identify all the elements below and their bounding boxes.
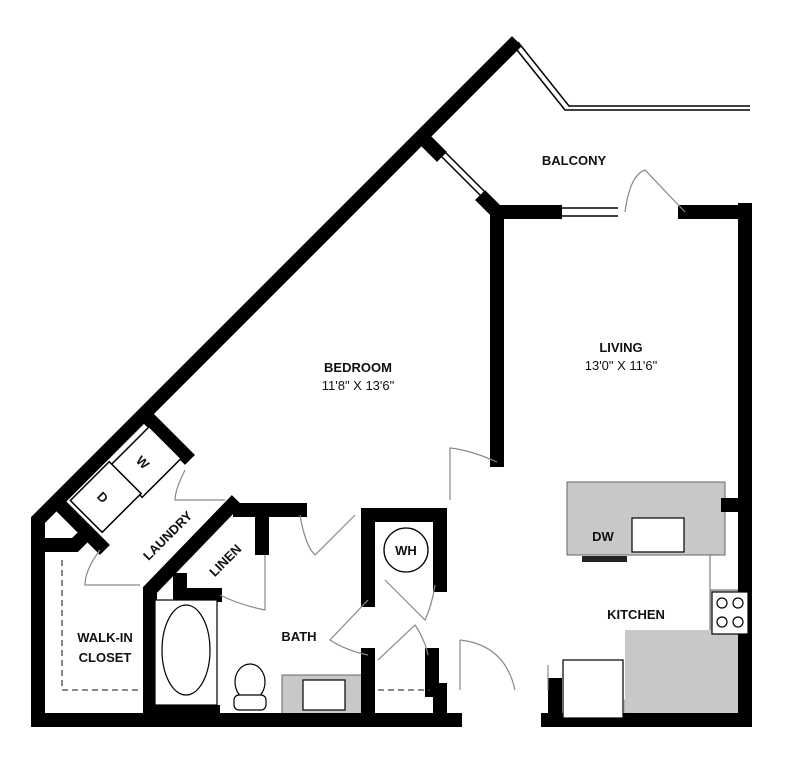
balcony-label: BALCONY — [542, 153, 607, 168]
kitchen-counter-lower — [625, 630, 747, 720]
bath-label: BATH — [281, 629, 316, 644]
water-heater — [383, 527, 429, 573]
dishwasher-label: DW — [592, 529, 614, 544]
living-label: LIVING — [599, 340, 642, 355]
tub-basin — [161, 604, 211, 696]
water-heater-label: WH — [395, 543, 417, 558]
bedroom-door — [449, 447, 498, 500]
wh-closet-wall — [361, 508, 447, 727]
living-dimensions: 13'0" X 11'6" — [585, 358, 658, 373]
closet-shelf — [61, 560, 430, 691]
entry-door — [459, 639, 549, 691]
laundry-wall — [38, 410, 195, 555]
bathtub — [154, 599, 218, 706]
kitchen-sink — [631, 517, 685, 553]
balcony-railing — [512, 41, 750, 111]
laundry-door — [84, 469, 225, 586]
exterior-wall-right — [541, 203, 752, 727]
dishwasher-edge — [582, 556, 627, 562]
exterior-wall-bottom-step — [433, 678, 562, 727]
balcony-door — [624, 169, 686, 213]
closet-label-line1: WALK-IN — [77, 630, 133, 645]
refrigerator — [562, 659, 624, 719]
kitchen-label: KITCHEN — [607, 607, 665, 622]
balcony-window — [436, 147, 618, 217]
exterior-wall — [31, 36, 522, 727]
balcony-wall — [415, 130, 752, 219]
dryer — [69, 460, 143, 534]
bath-sink — [302, 679, 346, 711]
tub-base — [150, 705, 220, 719]
bedroom-label: BEDROOM — [324, 360, 392, 375]
laundry-linen-wall — [143, 495, 242, 727]
stove — [711, 591, 749, 635]
linen-door — [219, 555, 266, 611]
bath-wall — [173, 503, 307, 602]
stove-burners — [716, 597, 744, 628]
bedroom-dimensions: 11'8" X 13'6" — [322, 378, 395, 393]
bath-door — [299, 514, 356, 556]
wh-door — [329, 579, 436, 661]
toilet-tank — [233, 694, 267, 711]
linen-label: LINEN — [206, 541, 244, 579]
closet-label-line2: CLOSET — [79, 650, 132, 665]
